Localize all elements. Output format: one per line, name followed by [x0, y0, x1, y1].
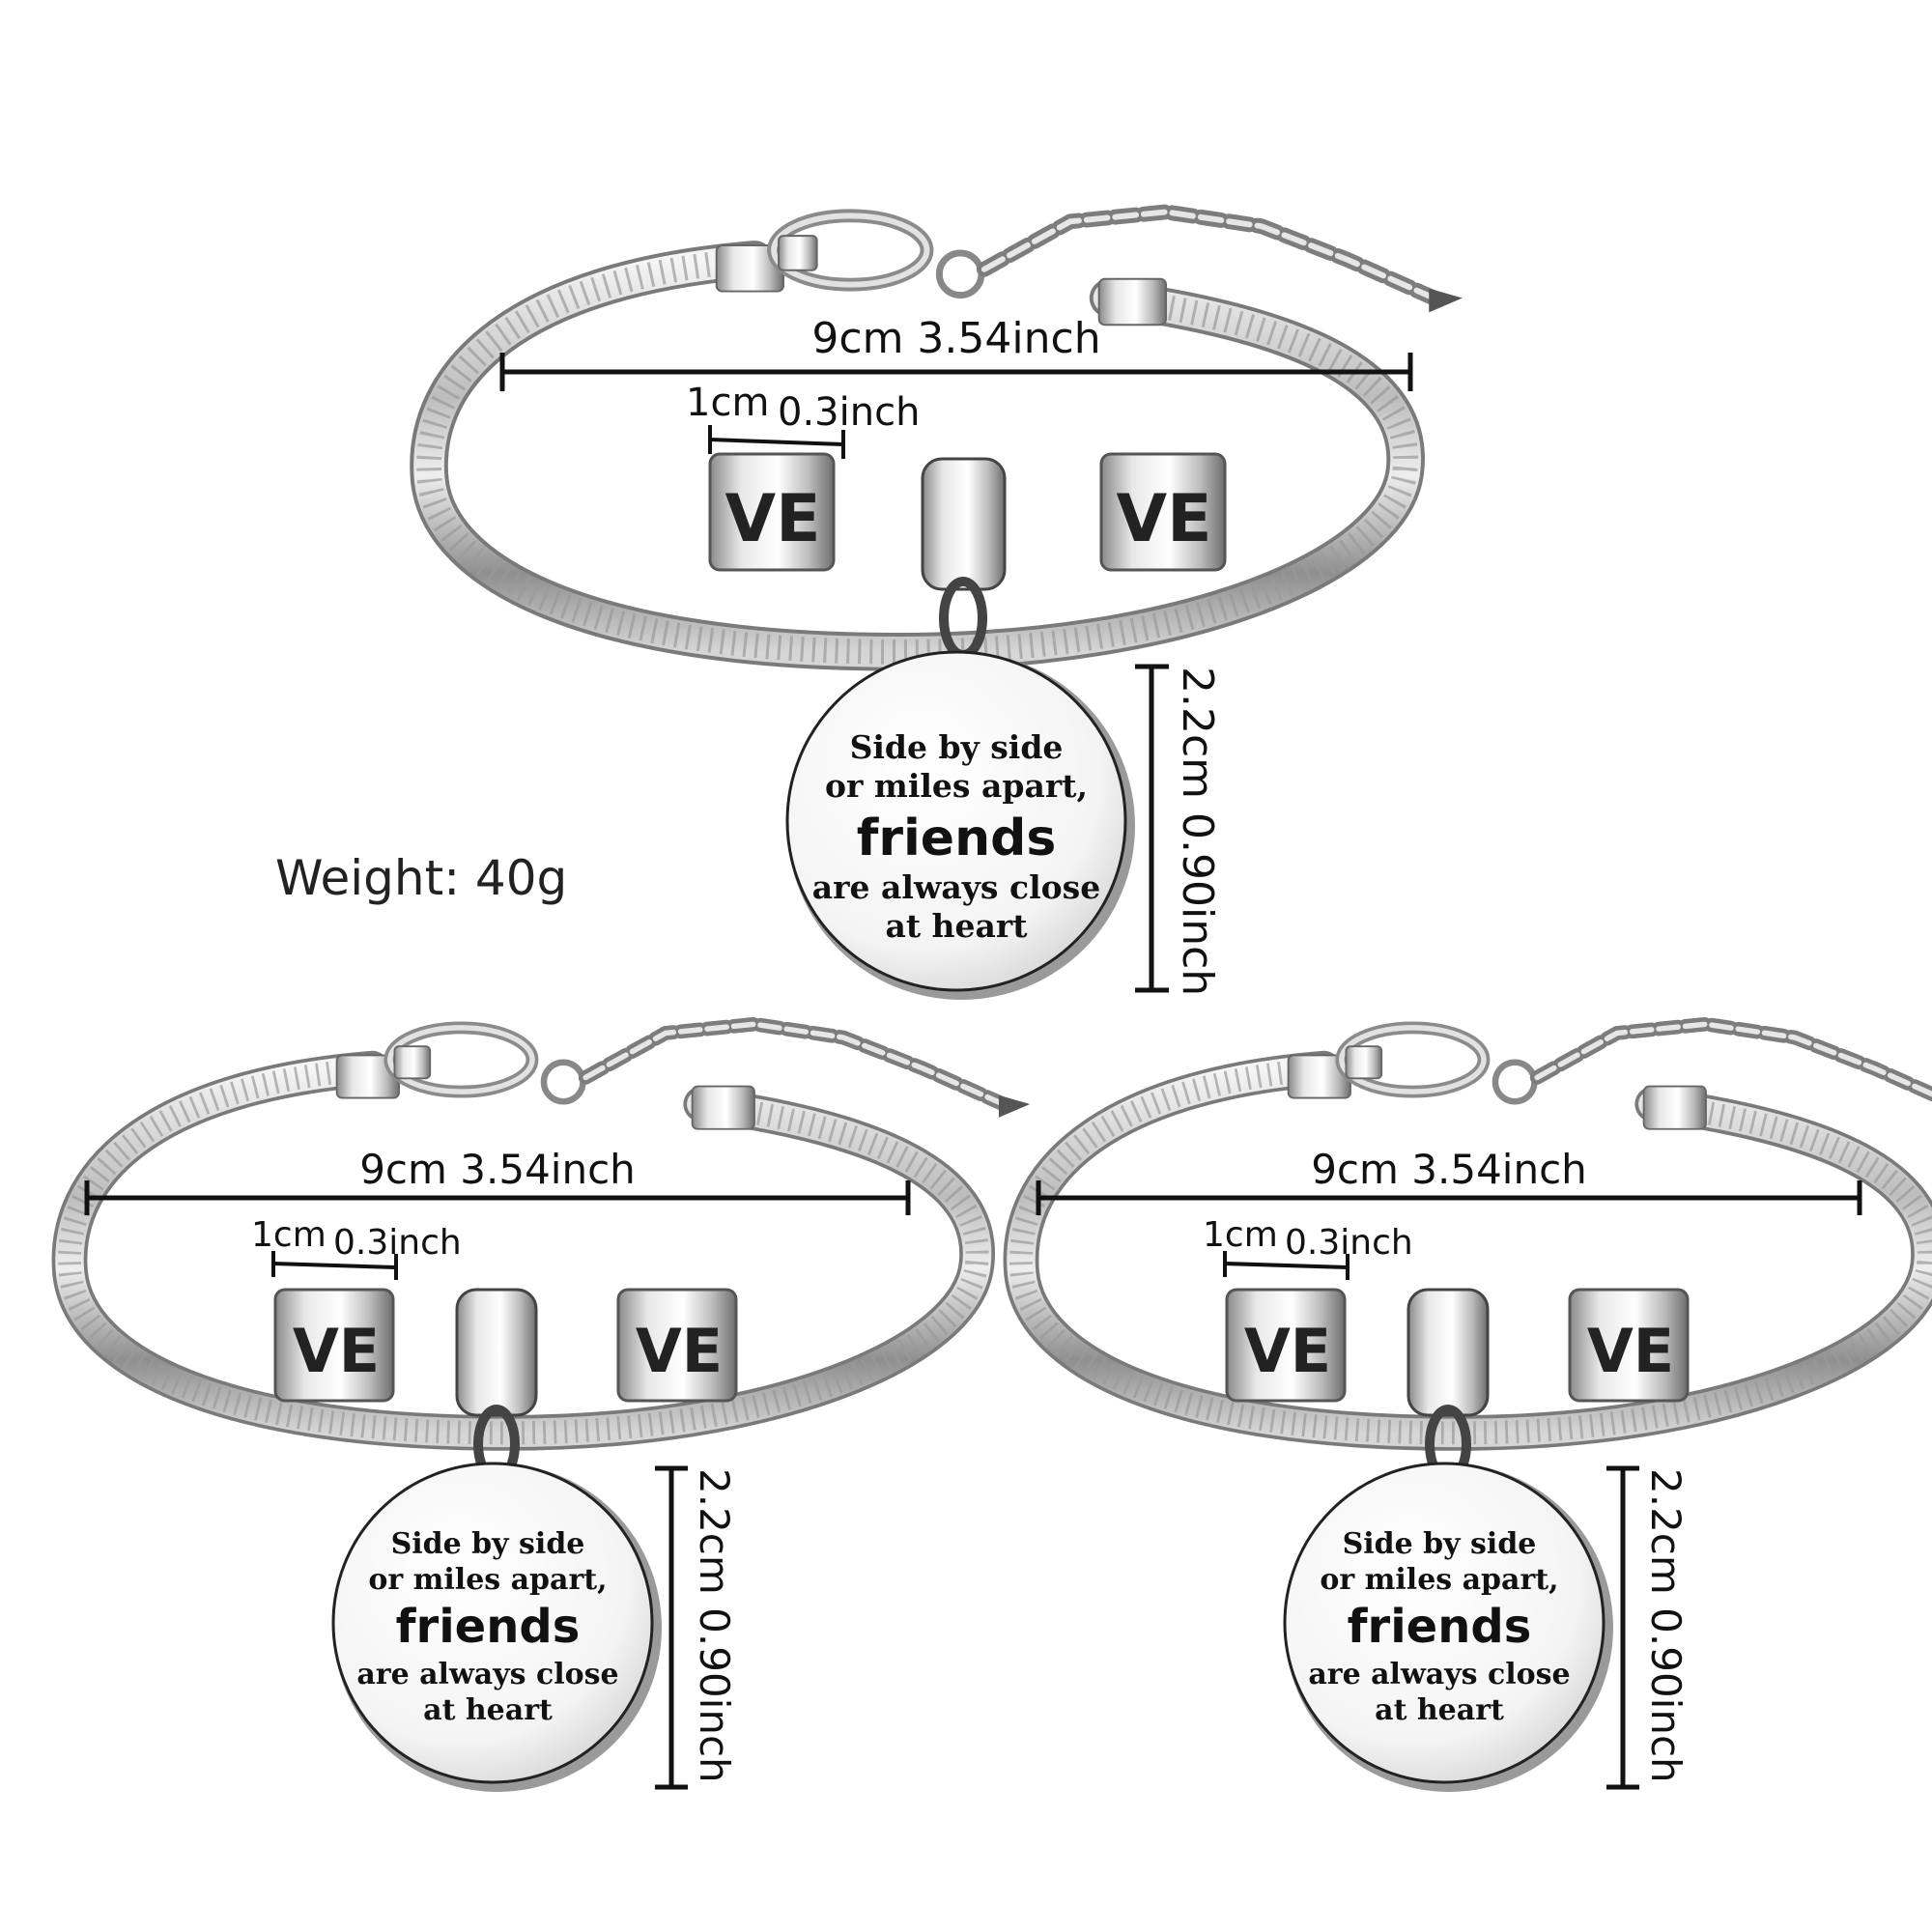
- bead-inch-label: 0.3inch: [333, 1223, 462, 1263]
- bead-letters: VE: [636, 1316, 723, 1386]
- bead-letters: VE: [1116, 481, 1211, 557]
- bead-inch-label: 0.3inch: [1285, 1223, 1413, 1263]
- pendant-diameter-label: 2.2cm 0.90inch: [691, 1468, 738, 1783]
- bead-letters: VE: [1587, 1316, 1674, 1386]
- bead-dimension-bottom-left: 1cm 0.3inch: [251, 1215, 462, 1280]
- length-dimension-bottom-right: 9cm 3.54inch: [1036, 1146, 1862, 1215]
- pendant-line: friends: [396, 1600, 581, 1654]
- pendant-line: are always close: [812, 868, 1100, 906]
- pendant-dimension-top: 2.2cm 0.90inch: [1135, 664, 1222, 996]
- bead-right-bottom-right: VE: [1568, 1288, 1690, 1403]
- bead-right-bottom-left: VE: [616, 1288, 738, 1403]
- pendant-line: or miles apart,: [825, 767, 1088, 805]
- length-label: 9cm 3.54inch: [359, 1146, 636, 1193]
- bead-cm-label: 1cm: [1203, 1215, 1278, 1255]
- pendant-line: Side by side: [850, 728, 1064, 766]
- pendant-diameter-label: 2.2cm 0.90inch: [1642, 1468, 1690, 1783]
- pendant-line: at heart: [423, 1693, 553, 1727]
- length-label: 9cm 3.54inch: [1311, 1146, 1587, 1193]
- bead-letters: VE: [293, 1316, 380, 1386]
- bead-left-top: VE: [708, 452, 836, 572]
- weight-label: Weight: 40g: [275, 850, 568, 906]
- pendant-dimension-bottom-left: 2.2cm 0.90inch: [655, 1465, 738, 1790]
- pendant-line: at heart: [885, 907, 1028, 945]
- pendant-line: or miles apart,: [1320, 1563, 1558, 1597]
- bead-cm-label: 1cm: [251, 1215, 327, 1255]
- bead-letters: VE: [1244, 1316, 1331, 1386]
- pendant-line: at heart: [1375, 1693, 1504, 1727]
- pendant-bottom-right: Side by side or miles apart, friends are…: [1283, 1462, 1613, 1792]
- bead-dimension-top: 1cm 0.3inch: [686, 381, 920, 459]
- pendant-line: or miles apart,: [368, 1563, 607, 1597]
- bead-left-bottom-left: VE: [273, 1288, 395, 1403]
- pendant-line: are always close: [356, 1658, 618, 1691]
- pendant-line: are always close: [1308, 1658, 1570, 1691]
- bead-dimension-bottom-right: 1cm 0.3inch: [1203, 1215, 1413, 1280]
- bead-left-bottom-right: VE: [1225, 1288, 1347, 1403]
- length-label: 9cm 3.54inch: [811, 314, 1100, 363]
- length-dimension-top: 9cm 3.54inch: [499, 314, 1413, 391]
- bracelet-bottom-left: [70, 1024, 1030, 1433]
- pendant-line: friends: [857, 810, 1057, 867]
- length-dimension-bottom-left: 9cm 3.54inch: [84, 1146, 911, 1215]
- pendant-line: Side by side: [391, 1527, 585, 1561]
- pendant-diameter-label: 2.2cm 0.90inch: [1173, 667, 1222, 996]
- bead-right-top: VE: [1099, 452, 1227, 572]
- bead-letters: VE: [724, 481, 820, 557]
- pendant-line: Side by side: [1343, 1527, 1537, 1561]
- charm-bail-top: [921, 457, 1007, 660]
- pendant-dimension-bottom-right: 2.2cm 0.90inch: [1606, 1465, 1690, 1790]
- bead-inch-label: 0.3inch: [778, 390, 920, 435]
- pendant-top: Side by side or miles apart, friends are…: [785, 650, 1135, 1000]
- pendant-bottom-left: Side by side or miles apart, friends are…: [331, 1462, 662, 1792]
- bead-cm-label: 1cm: [686, 381, 769, 425]
- pendant-line: friends: [1348, 1600, 1532, 1654]
